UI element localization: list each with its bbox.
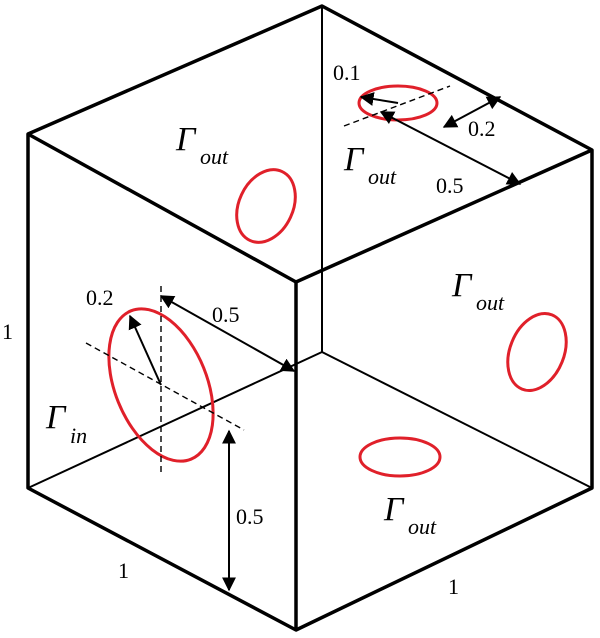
dim-label-top-radius: 0.1 (333, 60, 361, 85)
svg-text:Γ: Γ (343, 141, 365, 178)
dim-label-inlet-right-dist: 0.5 (212, 302, 240, 327)
svg-text:out: out (476, 290, 505, 315)
front-top-right-edge (295, 148, 593, 284)
dim-label-top-front-dist: 0.5 (436, 173, 464, 198)
inlet-radius-arrow (128, 314, 162, 386)
inlet-diagonal-guide (85, 342, 245, 431)
top-radius-arrow (359, 92, 399, 106)
outlet-ellipse-right (506, 312, 568, 392)
svg-text:Γ: Γ (383, 491, 405, 528)
top-front-dist-arrow (379, 111, 522, 185)
label-gamma-in: Γ in (45, 399, 87, 448)
svg-text:out: out (200, 144, 229, 169)
svg-text:out: out (408, 514, 437, 539)
cube-outline (26, 4, 594, 632)
outlet-ellipse-top-left (235, 168, 297, 244)
hidden-right-edge (321, 351, 593, 489)
front-top-left-edge (27, 132, 297, 284)
label-gamma-out-right: Γ out (451, 267, 505, 315)
guide-lines (85, 85, 451, 472)
inlet-right-dist-arrow (159, 295, 296, 372)
dim-label-left-edge: 1 (2, 319, 13, 344)
hidden-left-edge (27, 351, 323, 489)
svg-text:in: in (70, 423, 87, 448)
dim-label-bottom-right-edge: 1 (448, 574, 459, 599)
svg-text:Γ: Γ (451, 267, 473, 304)
dim-label-inlet-radius: 0.2 (86, 285, 114, 310)
top-diagonal-guide (343, 85, 451, 127)
svg-text:Γ: Γ (175, 121, 197, 158)
svg-text:Γ: Γ (45, 399, 67, 436)
label-gamma-out-top-right: Γ out (343, 141, 397, 189)
dimension-arrows (128, 92, 522, 592)
dim-label-bottom-left-edge: 1 (118, 558, 129, 583)
outlet-ellipse-bottom (358, 436, 442, 478)
svg-text:out: out (368, 164, 397, 189)
label-gamma-out-top-left: Γ out (175, 121, 229, 169)
cube-hidden-edges (27, 6, 593, 489)
dim-label-top-right-dist: 0.2 (468, 116, 496, 141)
label-gamma-out-bottom: Γ out (383, 491, 437, 539)
cube-edges (26, 4, 594, 632)
dim-label-inlet-height: 0.5 (236, 504, 264, 529)
